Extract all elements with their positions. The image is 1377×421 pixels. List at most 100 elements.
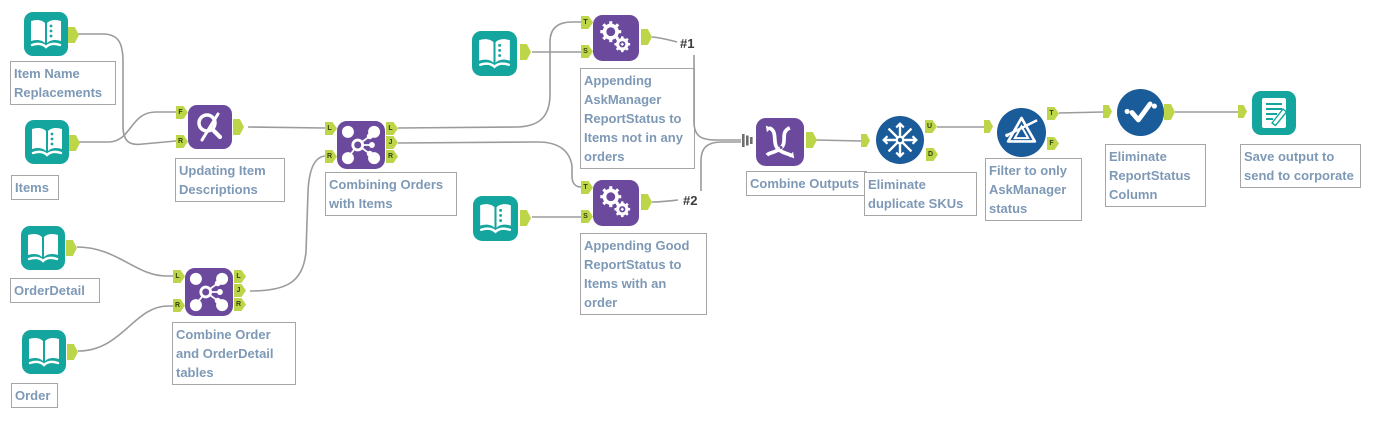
- input-anchor-R[interactable]: R: [325, 150, 337, 163]
- input-anchor[interactable]: [1238, 105, 1247, 118]
- output-anchor[interactable]: [520, 210, 531, 226]
- wire-orderdetail-to-join2-L: [76, 246, 173, 277]
- input-data-icon: [25, 120, 69, 164]
- output-data-icon: [1252, 91, 1296, 135]
- label-combine-order-orderdetail[interactable]: Combine Order and OrderDetail tables: [172, 322, 296, 385]
- output-anchor[interactable]: [69, 135, 80, 151]
- label-eliminate-reportstatus[interactable]: Eliminate ReportStatus Column: [1105, 144, 1206, 207]
- label-appending-askmanager[interactable]: Appending AskManager ReportStatus to Ite…: [580, 68, 695, 169]
- output-anchor[interactable]: [641, 194, 652, 210]
- input-anchor-L[interactable]: L: [173, 270, 185, 283]
- label-filter-askmanager[interactable]: Filter to only AskManager status: [985, 158, 1082, 221]
- anchor-letter: U: [926, 123, 933, 130]
- tool-input-mid[interactable]: [473, 196, 518, 241]
- anchor-letter: J: [236, 287, 241, 294]
- annotation-2[interactable]: #2: [683, 193, 698, 208]
- input-anchor-T[interactable]: T: [581, 181, 593, 194]
- filter-icon: [997, 108, 1046, 157]
- input-anchor[interactable]: [984, 120, 993, 133]
- output-anchor-L[interactable]: L: [234, 270, 246, 283]
- tool-filter-askmanager[interactable]: [997, 108, 1046, 157]
- tool-combining-orders-items[interactable]: [337, 121, 385, 169]
- label-text: OrderDetail: [14, 283, 85, 298]
- input-anchor-L[interactable]: L: [325, 122, 337, 135]
- label-combining-orders-items[interactable]: Combining Orders with Items: [325, 172, 457, 216]
- tool-combine-outputs[interactable]: [756, 118, 804, 166]
- label-text: Updating Item Descriptions: [179, 163, 266, 197]
- output-anchor[interactable]: [233, 119, 244, 135]
- tool-updating-item-descriptions[interactable]: [188, 105, 232, 149]
- select-icon: [1117, 89, 1164, 136]
- output-anchor-J[interactable]: J: [386, 136, 398, 149]
- union-icon: [756, 118, 804, 166]
- label-updating-item-descriptions[interactable]: Updating Item Descriptions: [175, 158, 285, 202]
- tool-order[interactable]: [22, 330, 66, 374]
- anchor-letter: R: [387, 153, 394, 160]
- tool-combine-order-orderdetail[interactable]: [185, 268, 233, 316]
- anchor-letter: F: [178, 109, 183, 116]
- label-text: Appending Good ReportStatus to Items wit…: [584, 238, 690, 310]
- append-fields-icon: [593, 180, 639, 226]
- output-anchor-U[interactable]: U: [925, 120, 937, 133]
- input-anchor-F[interactable]: F: [176, 106, 188, 119]
- input-anchor-S[interactable]: S: [581, 210, 593, 223]
- wire-join1-J-to-append2-T: [397, 141, 582, 188]
- input-anchor[interactable]: [1103, 105, 1112, 118]
- output-anchor-R[interactable]: R: [386, 150, 398, 163]
- output-anchor-R[interactable]: R: [234, 298, 246, 311]
- output-anchor[interactable]: [1164, 104, 1175, 120]
- anchor-letter: T: [583, 184, 588, 191]
- input-anchor[interactable]: [861, 134, 870, 147]
- tool-eliminate-duplicate-skus[interactable]: [876, 116, 924, 164]
- output-anchor[interactable]: [520, 44, 531, 60]
- tool-eliminate-reportstatus[interactable]: [1117, 89, 1164, 136]
- output-anchor[interactable]: [66, 240, 77, 256]
- label-appending-good[interactable]: Appending Good ReportStatus to Items wit…: [580, 233, 707, 315]
- output-anchor-D[interactable]: D: [926, 148, 938, 161]
- output-anchor[interactable]: [68, 27, 79, 43]
- multi-input-anchor[interactable]: [741, 133, 754, 148]
- wire-append2-to-annotation2: [651, 199, 679, 203]
- input-anchor-R[interactable]: R: [173, 299, 185, 312]
- label-save-output[interactable]: Save output to send to corporate: [1240, 144, 1361, 188]
- tool-item-name-replacements[interactable]: [24, 12, 68, 56]
- label-orderdetail[interactable]: OrderDetail: [10, 278, 100, 303]
- anchor-letter: T: [1049, 110, 1054, 117]
- output-anchor-F[interactable]: F: [1047, 137, 1059, 150]
- label-order[interactable]: Order: [11, 383, 58, 408]
- label-text: Eliminate ReportStatus Column: [1109, 149, 1191, 202]
- annotation-1[interactable]: #1: [680, 36, 695, 51]
- tool-save-output[interactable]: [1252, 91, 1296, 135]
- input-data-icon: [21, 226, 65, 270]
- wire-append1-to-annotation1: [651, 36, 678, 43]
- input-anchor-R[interactable]: R: [176, 135, 188, 148]
- anchor-letter: F: [1049, 140, 1054, 147]
- tool-appending-good[interactable]: [593, 180, 639, 226]
- label-items[interactable]: Items: [11, 175, 59, 200]
- anchor-letter: R: [326, 153, 333, 160]
- output-anchor-L[interactable]: L: [386, 122, 398, 135]
- anchor-letter: S: [583, 48, 588, 55]
- output-anchor-T[interactable]: T: [1047, 107, 1059, 120]
- anchor-letter: L: [327, 125, 332, 132]
- wire-join1-L-to-append1-T: [397, 21, 581, 129]
- input-data-icon: [22, 330, 66, 374]
- tool-orderdetail[interactable]: [21, 226, 65, 270]
- tool-items[interactable]: [25, 120, 69, 164]
- input-anchor-S[interactable]: S: [581, 45, 593, 58]
- label-item-name-replacements[interactable]: Item Name Replacements: [10, 61, 116, 105]
- output-anchor[interactable]: [67, 344, 78, 360]
- label-combine-outputs[interactable]: Combine Outputs: [746, 171, 867, 196]
- output-anchor[interactable]: [806, 132, 817, 148]
- label-text: Eliminate duplicate SKUs: [868, 177, 964, 211]
- wire-join2-J-to-join1-R: [249, 155, 326, 292]
- output-anchor-J[interactable]: J: [234, 284, 246, 297]
- label-eliminate-duplicate-skus[interactable]: Eliminate duplicate SKUs: [864, 172, 977, 216]
- anchor-letter: R: [235, 301, 242, 308]
- output-anchor[interactable]: [641, 29, 652, 45]
- input-anchor-T[interactable]: T: [581, 16, 593, 29]
- tool-appending-askmanager[interactable]: [593, 15, 639, 61]
- tool-input-top[interactable]: [472, 31, 517, 76]
